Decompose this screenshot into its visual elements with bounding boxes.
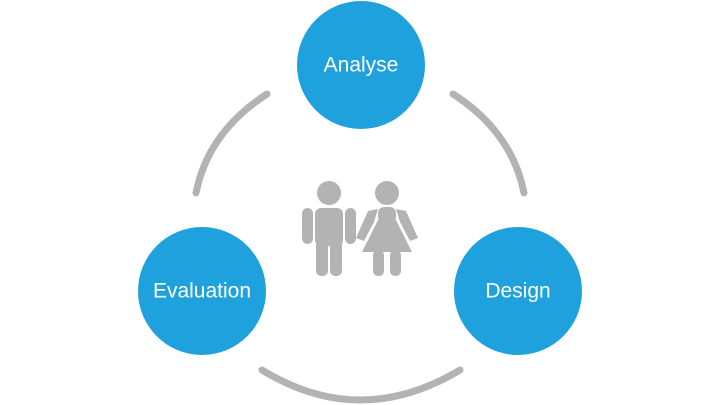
node-design: Design <box>454 227 582 355</box>
male-figure-icon <box>302 181 356 276</box>
node-design-label: Design <box>485 280 550 303</box>
people-icon <box>302 181 418 276</box>
arc-design-to-evaluation <box>258 366 464 404</box>
node-evaluation: Evaluation <box>138 227 266 355</box>
node-design-circle <box>454 227 582 355</box>
arc-analyse-to-design <box>449 90 528 197</box>
arc-evaluation-to-analyse <box>192 90 271 197</box>
node-evaluation-label: Evaluation <box>153 280 251 303</box>
node-analyse-circle <box>297 1 425 129</box>
node-analyse-label: Analyse <box>324 54 399 77</box>
cycle-arcs <box>192 90 528 404</box>
female-figure-icon <box>356 181 418 276</box>
node-evaluation-circle <box>138 227 266 355</box>
node-analyse: Analyse <box>297 1 425 129</box>
